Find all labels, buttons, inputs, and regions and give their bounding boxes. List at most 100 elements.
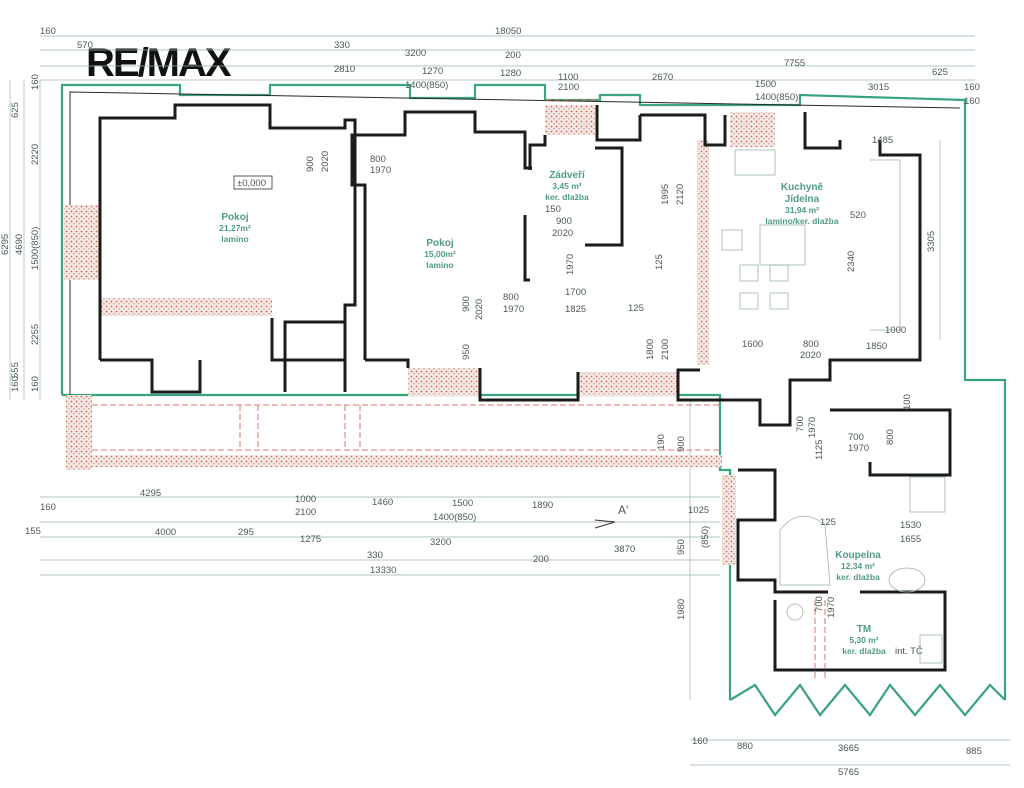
svg-text:1400(850): 1400(850) bbox=[433, 512, 476, 523]
svg-text:1280: 1280 bbox=[500, 68, 521, 79]
svg-text:330: 330 bbox=[334, 40, 350, 51]
svg-text:150: 150 bbox=[545, 204, 561, 215]
svg-text:880: 880 bbox=[737, 741, 753, 752]
svg-text:int. TČ: int. TČ bbox=[895, 646, 923, 657]
svg-text:1530: 1530 bbox=[900, 520, 921, 531]
svg-text:Pokoj: Pokoj bbox=[426, 238, 453, 249]
svg-text:1995: 1995 bbox=[660, 184, 671, 205]
svg-text:2810: 2810 bbox=[334, 64, 355, 75]
svg-text:7755: 7755 bbox=[784, 58, 805, 69]
svg-text:625: 625 bbox=[10, 102, 21, 118]
svg-text:2020: 2020 bbox=[474, 299, 485, 320]
svg-text:160: 160 bbox=[40, 26, 56, 37]
svg-text:ker. dlažba: ker. dlažba bbox=[545, 192, 589, 202]
svg-text:570: 570 bbox=[77, 40, 93, 51]
svg-text:3200: 3200 bbox=[405, 48, 426, 59]
svg-text:900: 900 bbox=[676, 436, 687, 452]
svg-text:3870: 3870 bbox=[614, 544, 635, 555]
svg-text:2100: 2100 bbox=[295, 507, 316, 518]
svg-text:Koupelna: Koupelna bbox=[835, 550, 881, 561]
svg-text:2020: 2020 bbox=[552, 228, 573, 239]
level-marker: ±0,000 bbox=[233, 175, 273, 190]
svg-text:1825: 1825 bbox=[565, 304, 586, 315]
svg-text:1980: 1980 bbox=[676, 599, 687, 620]
svg-text:1700: 1700 bbox=[565, 287, 586, 298]
svg-text:2220: 2220 bbox=[30, 144, 41, 165]
svg-text:125: 125 bbox=[628, 303, 644, 314]
svg-text:1000: 1000 bbox=[295, 494, 316, 505]
svg-text:1400(850): 1400(850) bbox=[755, 92, 798, 103]
svg-text:700: 700 bbox=[814, 596, 825, 612]
svg-text:800: 800 bbox=[370, 154, 386, 165]
room-kuchyne-jidelna: Kuchyně Jídelna 31,94 m² lamino/ker. dla… bbox=[765, 182, 838, 226]
masonry-walls bbox=[64, 105, 775, 565]
svg-text:800: 800 bbox=[803, 339, 819, 350]
svg-text:1400(850): 1400(850) bbox=[405, 80, 448, 91]
svg-text:1485: 1485 bbox=[872, 135, 893, 146]
svg-text:ker. dlažba: ker. dlažba bbox=[842, 646, 886, 656]
svg-text:885: 885 bbox=[966, 746, 982, 757]
svg-text:125: 125 bbox=[820, 517, 836, 528]
svg-text:5,30 m²: 5,30 m² bbox=[849, 635, 878, 645]
svg-text:Jídelna: Jídelna bbox=[785, 194, 820, 205]
svg-text:ker. dlažba: ker. dlažba bbox=[836, 572, 880, 582]
svg-text:1025: 1025 bbox=[688, 505, 709, 516]
svg-text:6295: 6295 bbox=[0, 234, 11, 255]
svg-text:±0,000: ±0,000 bbox=[237, 178, 266, 189]
svg-text:900: 900 bbox=[305, 156, 316, 172]
svg-text:21,27m²: 21,27m² bbox=[219, 223, 251, 233]
svg-text:200: 200 bbox=[533, 554, 549, 565]
svg-text:700: 700 bbox=[848, 432, 864, 443]
svg-text:520: 520 bbox=[850, 210, 866, 221]
svg-text:900: 900 bbox=[461, 296, 472, 312]
svg-text:800: 800 bbox=[885, 429, 896, 445]
svg-text:1460: 1460 bbox=[372, 497, 393, 508]
room-pokoj-2: Pokoj 15,00m² lamino bbox=[424, 238, 456, 270]
svg-text:1800: 1800 bbox=[645, 339, 656, 360]
svg-text:700: 700 bbox=[795, 416, 806, 432]
svg-text:1970: 1970 bbox=[503, 304, 524, 315]
svg-text:2100: 2100 bbox=[558, 82, 579, 93]
dimension-labels: 160 18050 570 330 3200 200 7755 2810 127… bbox=[0, 26, 982, 778]
room-tm: TM 5,30 m² ker. dlažba int. TČ bbox=[842, 624, 923, 657]
svg-text:1970: 1970 bbox=[848, 443, 869, 454]
svg-text:2120: 2120 bbox=[675, 184, 686, 205]
svg-text:1850: 1850 bbox=[866, 341, 887, 352]
svg-text:4295: 4295 bbox=[140, 488, 161, 499]
remax-logo: RE/MAX bbox=[86, 41, 232, 85]
svg-text:1500: 1500 bbox=[452, 498, 473, 509]
section-arrow-icon bbox=[594, 519, 616, 529]
section-marker: A' bbox=[618, 503, 628, 517]
svg-text:1125: 1125 bbox=[814, 440, 825, 460]
svg-text:800: 800 bbox=[503, 292, 519, 303]
svg-text:1970: 1970 bbox=[370, 165, 391, 176]
svg-text:160: 160 bbox=[30, 74, 41, 90]
svg-text:31,94 m²: 31,94 m² bbox=[785, 205, 819, 215]
svg-text:160: 160 bbox=[964, 82, 980, 93]
svg-text:Zádveří: Zádveří bbox=[549, 170, 586, 181]
svg-text:2020: 2020 bbox=[320, 151, 331, 172]
svg-text:18050: 18050 bbox=[495, 26, 521, 37]
svg-text:2670: 2670 bbox=[652, 72, 673, 83]
svg-text:1655: 1655 bbox=[900, 534, 921, 545]
svg-text:200: 200 bbox=[505, 50, 521, 61]
svg-text:12,34 m²: 12,34 m² bbox=[841, 561, 875, 571]
svg-text:2020: 2020 bbox=[800, 350, 821, 361]
svg-text:1270: 1270 bbox=[422, 66, 443, 77]
svg-text:1000: 1000 bbox=[885, 325, 906, 336]
svg-text:TM: TM bbox=[857, 624, 871, 635]
svg-text:1600: 1600 bbox=[742, 339, 763, 350]
svg-text:1970: 1970 bbox=[807, 417, 818, 438]
svg-text:100: 100 bbox=[902, 394, 913, 410]
svg-text:13330: 13330 bbox=[370, 565, 396, 576]
svg-text:5765: 5765 bbox=[838, 767, 859, 778]
furniture bbox=[721, 149, 946, 664]
svg-text:2340: 2340 bbox=[846, 251, 857, 272]
svg-text:Pokoj: Pokoj bbox=[221, 212, 248, 223]
svg-text:160: 160 bbox=[10, 376, 21, 392]
svg-text:15,00m²: 15,00m² bbox=[424, 249, 456, 259]
svg-text:1275: 1275 bbox=[300, 534, 321, 545]
svg-text:155: 155 bbox=[25, 526, 41, 537]
svg-text:1970: 1970 bbox=[565, 254, 576, 275]
